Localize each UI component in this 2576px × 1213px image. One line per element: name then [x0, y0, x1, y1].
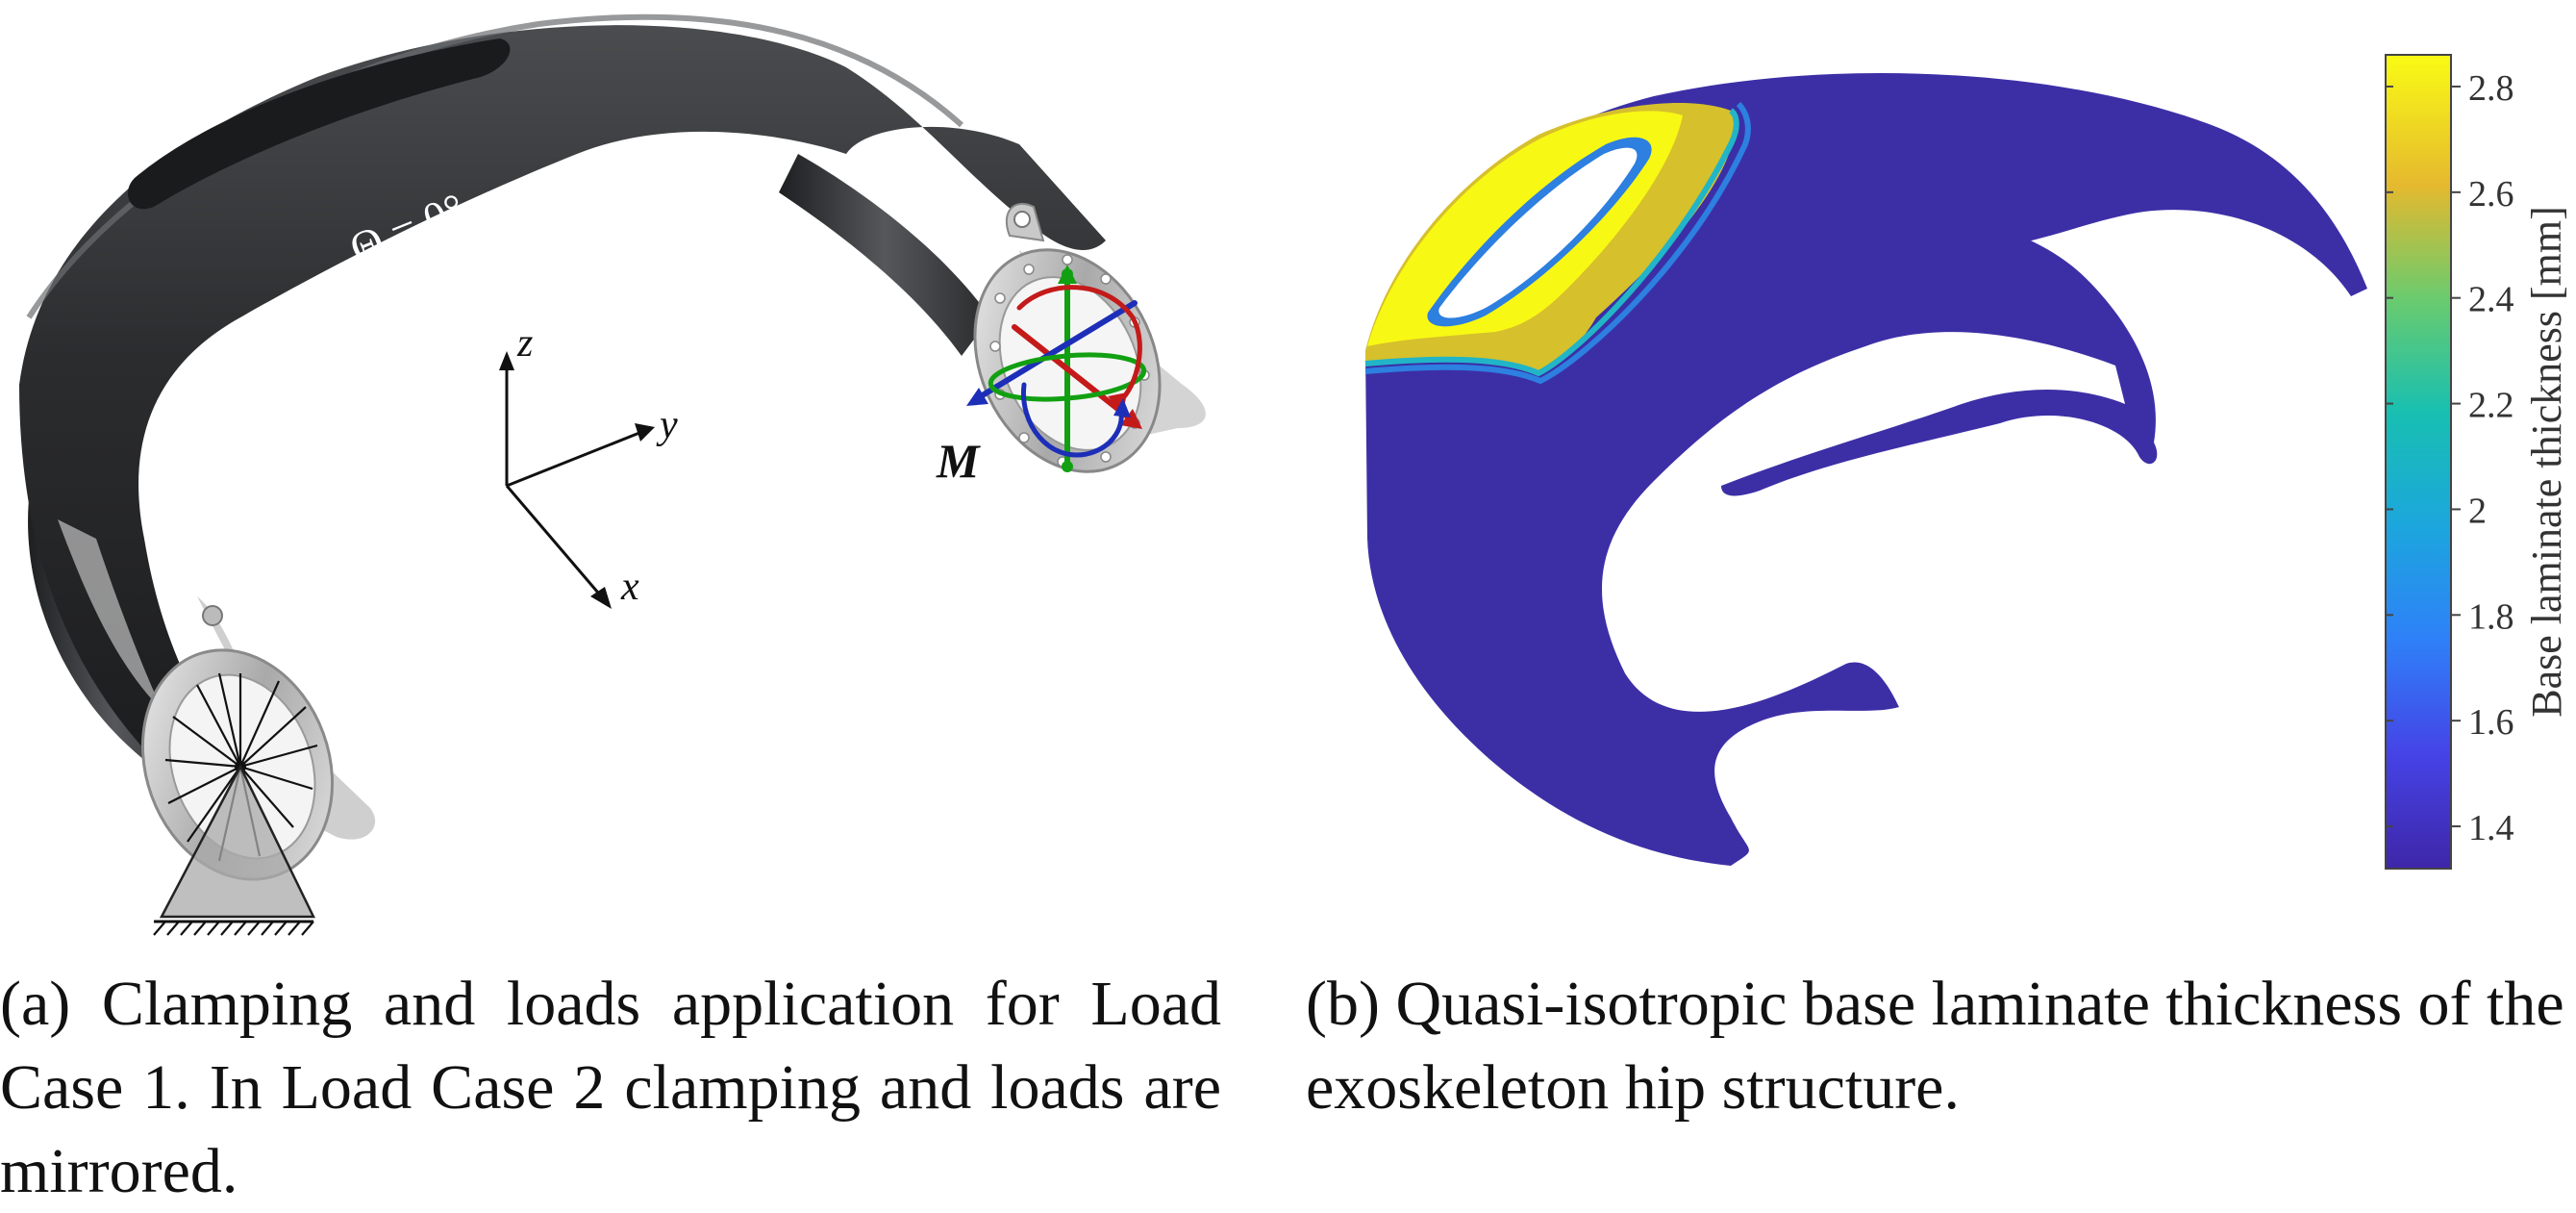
colorbar: 1.4 1.6 1.8 2 2.2 2.4 2.6 2.8 Base laminate thi… [2385, 54, 2570, 870]
coordinate-system [499, 351, 655, 609]
colorbar-tick-label: 1.6 [2468, 702, 2514, 743]
left-flange [140, 596, 376, 881]
moment-ring-blue [1020, 382, 1124, 458]
load-arrows [966, 265, 1147, 472]
panel-a-structure [19, 13, 1106, 771]
top-slot [127, 38, 511, 210]
axis-y-label: y [656, 403, 678, 447]
left-opening [58, 519, 163, 712]
colorbar-tick-label: 2.4 [2468, 280, 2514, 320]
inner-slot [1438, 147, 1638, 318]
colorbar-ticks: 1.4 1.6 1.8 2 2.2 2.4 2.6 2.8 [2386, 68, 2514, 848]
caption-a: (a) Clamping and loads application for L… [0, 969, 1221, 1207]
thickness-plot [1364, 73, 2367, 866]
clamp-spokes [164, 672, 318, 862]
moment-label: M [936, 434, 981, 488]
colorbar-gradient [2385, 54, 2452, 870]
colorbar-tick-label: 2.6 [2468, 174, 2514, 215]
force-x-arrow [1012, 324, 1133, 421]
colorbar-tick-label: 2.2 [2468, 386, 2514, 426]
force-y-arrow [973, 300, 1138, 402]
axis-z-label: z [516, 321, 533, 366]
colorbar-tick-label: 1.4 [2468, 808, 2514, 848]
thick-region-cyan [1364, 108, 1739, 377]
caption-b: (b) Quasi-isotropic base laminate thickn… [1306, 969, 2564, 1124]
colorbar-tick-label: 1.8 [2468, 596, 2514, 637]
hip-body [19, 25, 1106, 771]
colorbar-tick-label: 2 [2468, 491, 2487, 531]
right-arm [779, 154, 990, 356]
axis-x-label: x [620, 565, 639, 609]
colorbar-label: Base laminate thickness [mm] [2523, 206, 2570, 718]
figure-graphics: Θ = 0° z y x M 1.41.61.822.22.42.62.8 Ba… [19, 13, 2570, 936]
thick-region-blue [1364, 101, 1751, 385]
support-triangle [153, 764, 315, 936]
colorbar-tick-label: 2.8 [2468, 68, 2514, 109]
moment-ring-green [988, 352, 1147, 402]
moment-ring-red [1016, 285, 1142, 407]
